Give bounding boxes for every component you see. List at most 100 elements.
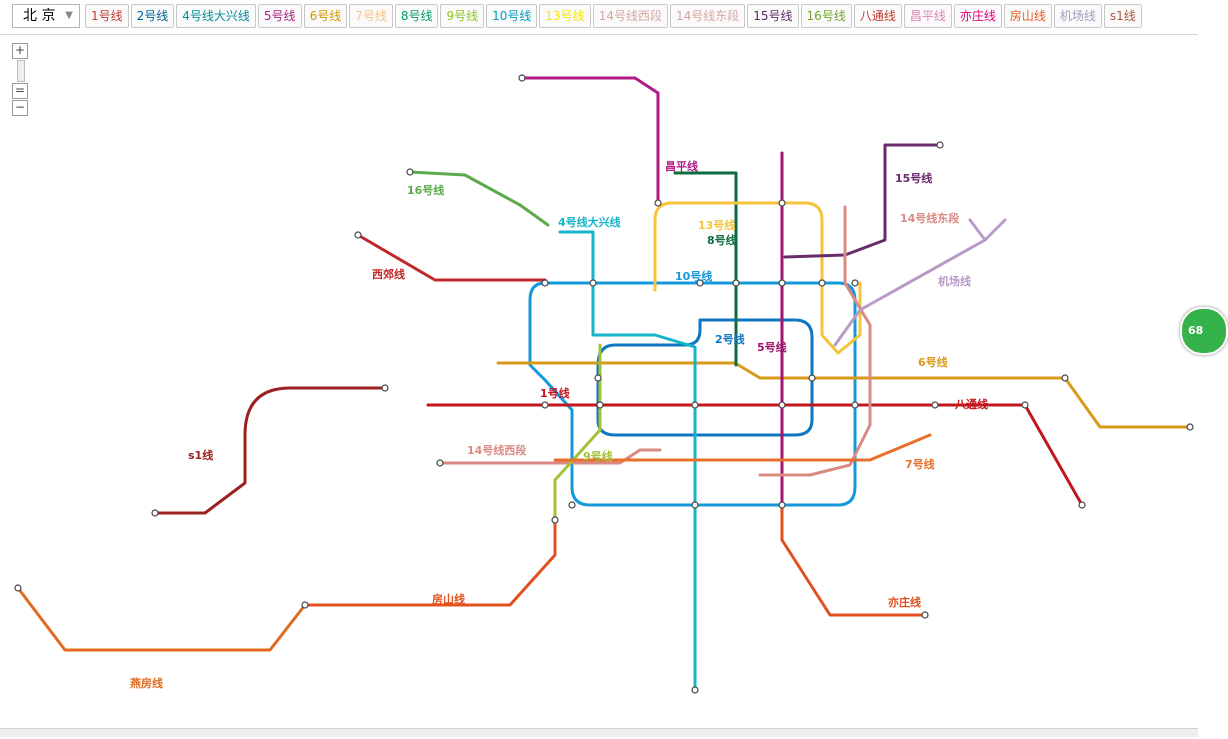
metro-map-canvas[interactable]: 1号线 2号线 4号线大兴线 5号线 6号线 7号线 8号线 9号线 10号线 … bbox=[0, 35, 1198, 735]
station-node[interactable] bbox=[589, 279, 597, 287]
line-7-path bbox=[553, 433, 932, 462]
station-node[interactable] bbox=[301, 601, 309, 609]
line-15-path bbox=[783, 143, 942, 259]
line-filter-button[interactable]: 7号线 bbox=[349, 4, 393, 28]
line-filter-button[interactable]: s1线 bbox=[1103, 4, 1142, 28]
s1-label: s1线 bbox=[188, 448, 213, 462]
batong-path bbox=[933, 403, 1084, 507]
line-10-path bbox=[528, 281, 857, 507]
station-node[interactable] bbox=[541, 279, 549, 287]
zoom-out-button[interactable]: − bbox=[12, 100, 28, 116]
chevron-down-icon: ▼ bbox=[65, 10, 73, 21]
station-node[interactable] bbox=[1021, 401, 1029, 409]
line-filter-button[interactable]: 6号线 bbox=[303, 4, 348, 28]
line-filter-button[interactable]: 机场线 bbox=[1053, 4, 1102, 28]
yanfang-label: 燕房线 bbox=[130, 676, 163, 690]
xijiao-path bbox=[356, 233, 547, 282]
fangshan-path bbox=[303, 518, 557, 607]
zoom-slider[interactable] bbox=[17, 60, 25, 82]
station-node[interactable] bbox=[851, 401, 859, 409]
line-5-label: 5号线 bbox=[757, 340, 787, 354]
line-filter-button[interactable]: 房山线 bbox=[1003, 4, 1052, 28]
line-14-west-label: 14号线西段 bbox=[467, 443, 526, 457]
city-select[interactable]: 北 京 ▼ bbox=[12, 4, 80, 28]
station-node[interactable] bbox=[354, 231, 362, 239]
line-8-path bbox=[673, 171, 738, 367]
line-15-label: 15号线 bbox=[895, 171, 932, 185]
zoom-in-button[interactable]: + bbox=[12, 43, 28, 59]
station-node[interactable] bbox=[936, 141, 944, 149]
fangshan-label: 房山线 bbox=[432, 592, 465, 606]
station-node[interactable] bbox=[14, 584, 22, 592]
line-filter-button[interactable]: 15号线 bbox=[747, 4, 799, 28]
station-node[interactable] bbox=[541, 401, 549, 409]
station-node[interactable] bbox=[778, 279, 786, 287]
floating-counter-button[interactable]: 68 bbox=[1180, 307, 1228, 355]
station-node[interactable] bbox=[921, 611, 929, 619]
line-13-path bbox=[653, 201, 862, 355]
line-filter-button[interactable]: 昌平线 bbox=[903, 4, 952, 28]
s1-path bbox=[153, 386, 387, 515]
station-node[interactable] bbox=[931, 401, 939, 409]
line-14-east-label: 14号线东段 bbox=[900, 211, 959, 225]
line-filter-button[interactable]: 1号线 bbox=[85, 4, 129, 28]
line-filter-button[interactable]: 9号线 bbox=[440, 4, 485, 28]
airport-path bbox=[833, 218, 1007, 347]
yizhuang-path bbox=[780, 503, 927, 617]
line-9-path bbox=[553, 343, 602, 522]
station-node[interactable] bbox=[818, 279, 826, 287]
line-filter-button[interactable]: 4号线大兴线 bbox=[176, 4, 256, 28]
station-node[interactable] bbox=[808, 374, 816, 382]
station-node[interactable] bbox=[381, 384, 389, 392]
line-filter-button[interactable]: 八通线 bbox=[853, 4, 902, 28]
station-node[interactable] bbox=[732, 279, 740, 287]
station-node[interactable] bbox=[406, 168, 414, 176]
station-node[interactable] bbox=[1186, 423, 1194, 431]
line-13-label: 13号线 bbox=[698, 218, 735, 232]
subway-map[interactable]: + = − bbox=[0, 35, 1228, 736]
line-1-label: 1号线 bbox=[540, 386, 570, 400]
line-4-label: 4号线大兴线 bbox=[558, 215, 621, 229]
station-node[interactable] bbox=[778, 401, 786, 409]
line-filter-button[interactable]: 14号线西段 bbox=[592, 4, 668, 28]
line-14-east-path bbox=[758, 205, 872, 477]
changping-path bbox=[520, 76, 660, 205]
station-node[interactable] bbox=[1061, 374, 1069, 382]
station-node[interactable] bbox=[696, 279, 704, 287]
yanfang-path bbox=[16, 586, 307, 652]
station-node[interactable] bbox=[151, 509, 159, 517]
station-node[interactable] bbox=[691, 501, 699, 509]
line-9-label: 9号线 bbox=[583, 449, 613, 463]
line-filter-button[interactable]: 5号线 bbox=[257, 4, 302, 28]
station-node[interactable] bbox=[594, 374, 602, 382]
batong-label: 八通线 bbox=[954, 397, 988, 411]
line-filter-button[interactable]: 2号线 bbox=[130, 4, 175, 28]
station-node[interactable] bbox=[691, 401, 699, 409]
line-filter-button[interactable]: 8号线 bbox=[394, 4, 439, 28]
station-node[interactable] bbox=[551, 516, 559, 524]
station-node[interactable] bbox=[596, 401, 604, 409]
line-filter-button[interactable]: 14号线东段 bbox=[669, 4, 746, 28]
line-filter-button[interactable]: 亦庄线 bbox=[953, 4, 1002, 28]
line-filter-button[interactable]: 13号线 bbox=[539, 4, 591, 28]
station-node[interactable] bbox=[691, 686, 699, 694]
changping-label: 昌平线 bbox=[665, 159, 698, 173]
station-node[interactable] bbox=[851, 279, 859, 287]
station-node[interactable] bbox=[778, 501, 786, 509]
line-filter-button[interactable]: 16号线 bbox=[800, 4, 852, 28]
station-node[interactable] bbox=[518, 74, 526, 82]
line-16-label: 16号线 bbox=[407, 183, 444, 197]
station-node[interactable] bbox=[654, 199, 662, 207]
station-node[interactable] bbox=[1078, 501, 1086, 509]
horizontal-scrollbar[interactable] bbox=[0, 728, 1198, 737]
station-node[interactable] bbox=[568, 501, 576, 509]
station-node[interactable] bbox=[436, 459, 444, 467]
airport-label: 机场线 bbox=[938, 274, 971, 288]
line-filter-button[interactable]: 10号线 bbox=[486, 4, 538, 28]
line-2-label: 2号线 bbox=[715, 332, 745, 346]
station-node[interactable] bbox=[778, 199, 786, 207]
zoom-reset-button[interactable]: = bbox=[12, 83, 28, 99]
line-16-path bbox=[408, 170, 550, 227]
line-7-label: 7号线 bbox=[905, 457, 935, 471]
